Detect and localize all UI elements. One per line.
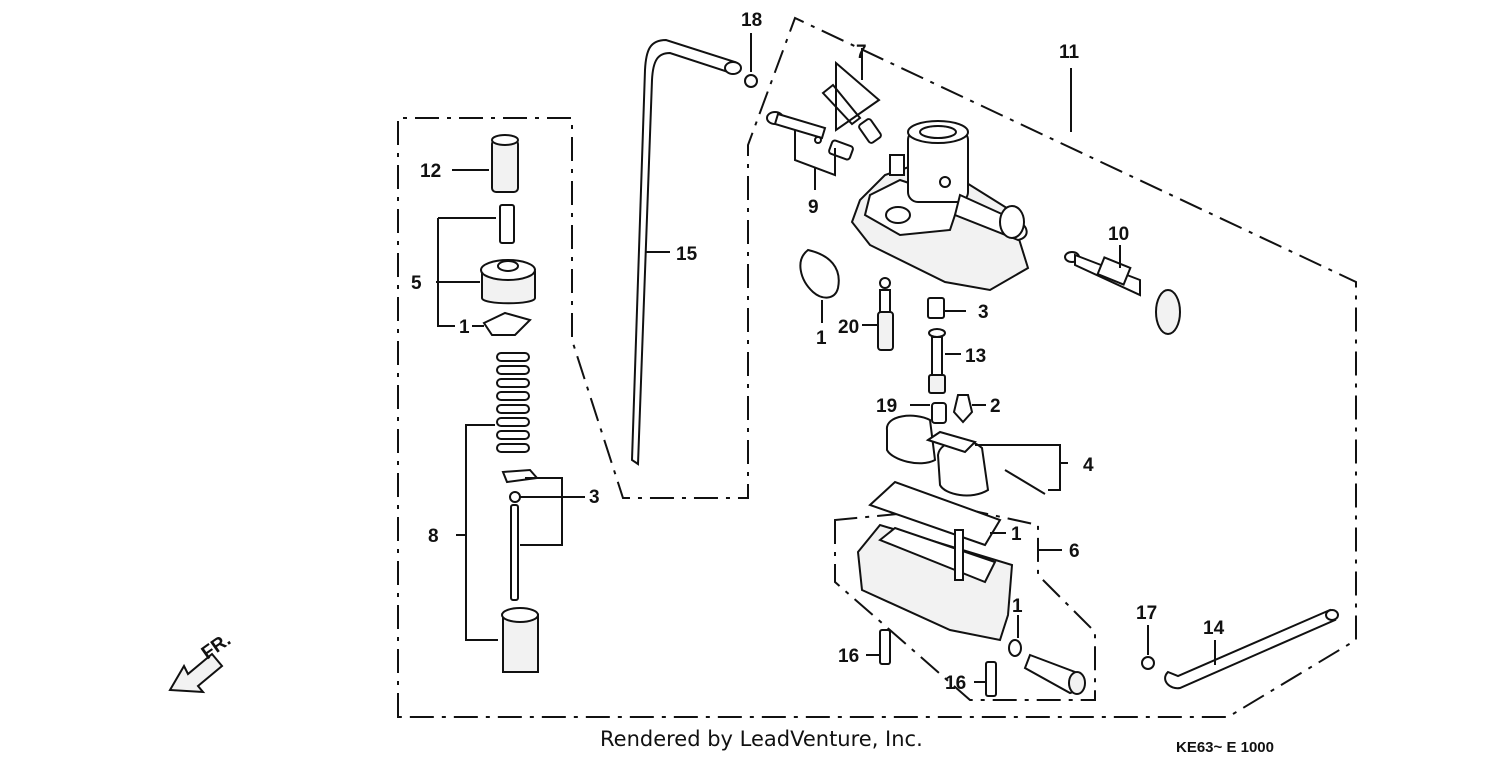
label-1-gasket: 1: [1011, 524, 1022, 545]
label-3-needle-clip: 3: [589, 487, 600, 508]
part-1-o-ring-body: [799, 248, 840, 323]
part-12-cap-cover: [452, 134, 519, 193]
callout-labels: 18 7 11 12 9 10 15 5 3 1 20 1 13 19 2 4 …: [411, 10, 1225, 694]
label-8: 8: [428, 526, 439, 547]
float-chamber-boundary: [834, 506, 1096, 701]
part-5-top-cap: [436, 204, 536, 327]
part-19-slow-jet: [910, 402, 947, 424]
direction-label: FR.: [198, 629, 235, 664]
label-5: 5: [411, 273, 422, 294]
part-10-choke-plunger: [1064, 245, 1181, 335]
label-18: 18: [741, 10, 762, 31]
label-12: 12: [420, 161, 441, 182]
part-16-screw-right: [974, 661, 997, 697]
label-14: 14: [1203, 618, 1225, 639]
label-4: 4: [1083, 455, 1094, 476]
part-20-jet-needle-holder: [862, 277, 894, 351]
part-13-needle-jet: [928, 328, 961, 394]
label-13: 13: [965, 346, 986, 367]
part-17-clip: [1141, 625, 1155, 670]
part-16-screw-left: [866, 629, 891, 665]
label-1-drain: 1: [1012, 596, 1023, 617]
label-17: 17: [1136, 603, 1157, 624]
part-2-float-valve: [952, 394, 986, 424]
footer-caption: Rendered by LeadVenture, Inc.: [600, 727, 923, 751]
part-3-main-jet: [927, 297, 966, 319]
label-3-main-jet: 3: [978, 302, 989, 323]
part-7-pilot-screw: [821, 48, 882, 144]
part-9-throttle-stop-screw: [766, 111, 854, 190]
part-14-overflow-tube: [1164, 608, 1339, 690]
diagram-code: KE63~ E 1000: [1176, 739, 1274, 756]
part-1-gasket-top: [472, 311, 532, 336]
part-3-needle-clip: [501, 468, 585, 601]
label-9: 9: [808, 197, 819, 218]
part-18-clip: [744, 33, 758, 88]
label-10: 10: [1108, 224, 1129, 245]
part-11-carburetor-body: [850, 68, 1072, 292]
label-15: 15: [676, 244, 698, 265]
label-1-o-ring: 1: [816, 328, 827, 349]
label-11: 11: [1059, 42, 1080, 63]
part-8-spring: [496, 352, 530, 453]
part-1-drain-o-ring: [1008, 615, 1022, 657]
label-20: 20: [838, 317, 859, 338]
label-6: 6: [1069, 541, 1080, 562]
label-16-left: 16: [838, 646, 859, 667]
label-19: 19: [876, 396, 897, 417]
part-8-throttle-valve: [456, 424, 539, 673]
part-6-float-chamber: [856, 523, 1062, 642]
front-direction-arrow: FR.: [168, 629, 235, 694]
label-16-right: 16: [945, 673, 966, 694]
drain-screw: [1023, 653, 1086, 695]
part-1-float-chamber-gasket: [868, 480, 1006, 547]
label-7: 7: [856, 42, 867, 63]
part-4-float: [886, 414, 1068, 497]
label-1-gasket-top: 1: [459, 317, 470, 338]
part-15-vent-tube: [630, 38, 742, 466]
left-assembly-boundary: [397, 16, 1357, 718]
label-2: 2: [990, 396, 1001, 417]
